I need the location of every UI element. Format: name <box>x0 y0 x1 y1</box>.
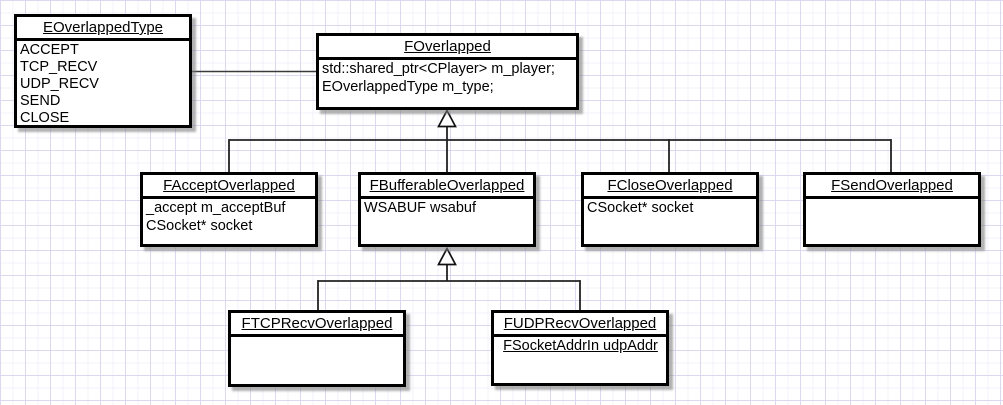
class-title: FBufferableOverlapped <box>361 175 533 199</box>
field: EOverlappedType m_type; <box>322 78 494 95</box>
class-foverlapped[interactable]: FOverlapped std::shared_ptr<CPlayer> m_p… <box>316 33 579 110</box>
edge-inheritance-fbufferable-children[interactable] <box>317 246 581 312</box>
class-title: FCloseOverlapped <box>584 175 756 199</box>
class-fcloseoverlapped[interactable]: FCloseOverlapped CSocket* socket <box>581 172 759 247</box>
field: CLOSE <box>20 110 70 126</box>
edge-inheritance-foverlapped-children[interactable] <box>228 108 892 174</box>
field: TCP_RECV <box>20 59 98 75</box>
field: WSABUF wsabuf <box>364 200 476 216</box>
class-fbufferableoverlapped[interactable]: FBufferableOverlapped WSABUF wsabuf <box>358 172 536 247</box>
class-fields: _accept m_acceptBuf CSocket* socket <box>143 199 315 235</box>
class-fields: FSocketAddrIn udpAddr <box>494 337 666 356</box>
field: ACCEPT <box>20 42 79 58</box>
field: _accept m_acceptBuf <box>146 200 286 216</box>
class-fields <box>806 199 978 200</box>
class-fields: ACCEPT TCP_RECV UDP_RECV SEND CLOSE <box>17 41 189 127</box>
field: SEND <box>20 93 61 109</box>
inheritance-triangle-icon <box>437 246 457 266</box>
class-fields <box>231 337 403 338</box>
class-title: FAcceptOverlapped <box>143 175 315 199</box>
field: std::shared_ptr<CPlayer> m_player; <box>322 61 555 77</box>
field: CSocket* socket <box>146 217 253 234</box>
field: CSocket* socket <box>587 200 694 216</box>
class-facceptoverlapped[interactable]: FAcceptOverlapped _accept m_acceptBuf CS… <box>140 172 318 247</box>
class-title: FSendOverlapped <box>806 175 978 199</box>
class-title: FTCPRecvOverlapped <box>231 313 403 337</box>
class-fields: WSABUF wsabuf <box>361 199 533 218</box>
class-ftcprecvoverlapped[interactable]: FTCPRecvOverlapped <box>228 310 406 387</box>
class-title: FOverlapped <box>319 36 576 60</box>
field: UDP_RECV <box>20 76 99 92</box>
field: FSocketAddrIn udpAddr <box>503 338 658 354</box>
class-fields: CSocket* socket <box>584 199 756 218</box>
class-eoverlappedtype[interactable]: EOverlappedType ACCEPT TCP_RECV UDP_RECV… <box>14 14 192 128</box>
class-fsendoverlapped[interactable]: FSendOverlapped <box>803 172 981 247</box>
class-title: EOverlappedType <box>17 17 189 41</box>
class-title: FUDPRecvOverlapped <box>494 313 666 337</box>
class-fields: std::shared_ptr<CPlayer> m_player; EOver… <box>319 60 576 96</box>
inheritance-triangle-icon <box>437 108 457 128</box>
class-fudprecvoverlapped[interactable]: FUDPRecvOverlapped FSocketAddrIn udpAddr <box>491 310 669 386</box>
